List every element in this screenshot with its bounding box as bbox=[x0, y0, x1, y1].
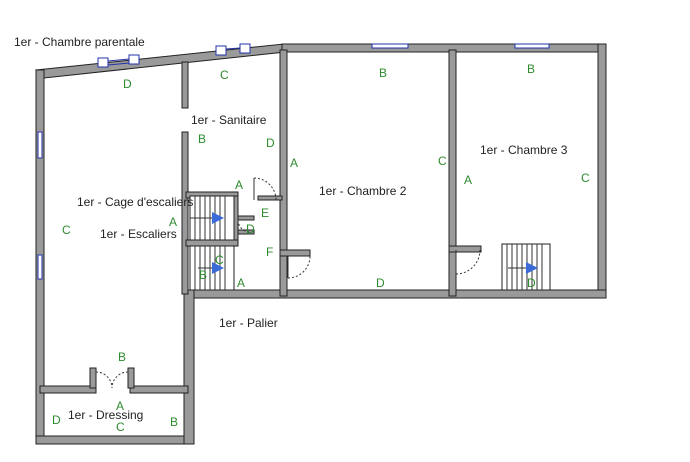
wall-letter: C bbox=[438, 154, 447, 168]
left-wing-right-wall bbox=[183, 289, 195, 445]
closet-wall-horizontal bbox=[185, 239, 239, 247]
label-chambre-parentale: 1er - Chambre parentale bbox=[14, 35, 145, 49]
label-chambre-2: 1er - Chambre 2 bbox=[319, 184, 407, 198]
wall-letter: B bbox=[170, 415, 178, 429]
top-wall-right bbox=[281, 43, 607, 53]
chambre2-door-jamb bbox=[279, 249, 311, 257]
dressing-door-jamb-left bbox=[89, 367, 97, 389]
wall-letter: D bbox=[376, 276, 385, 290]
wall-letter: C bbox=[220, 68, 229, 82]
chambre3-door-jamb bbox=[448, 245, 482, 253]
dressing-top-wall-right bbox=[129, 385, 189, 394]
right-wall bbox=[597, 43, 607, 299]
wall-letters: D C A B C B D A E F D C B A B A C D B A … bbox=[52, 62, 590, 434]
door-closet-arc bbox=[237, 219, 251, 233]
door-chambre2-arc bbox=[287, 255, 311, 279]
stair-upper bbox=[189, 195, 235, 241]
label-cage-escaliers: 1er - Cage d'escaliers bbox=[77, 195, 193, 209]
window-left-1 bbox=[37, 131, 43, 159]
wall-letter: C bbox=[116, 420, 125, 434]
label-palier: 1er - Palier bbox=[219, 316, 278, 330]
wall-letter: C bbox=[62, 223, 71, 237]
wall-letter: D bbox=[52, 413, 61, 427]
window-chambre2 bbox=[371, 43, 409, 49]
wall-letter: A bbox=[169, 215, 177, 229]
window-parentale-top-2 bbox=[128, 54, 140, 65]
label-dressing: 1er - Dressing bbox=[68, 408, 143, 422]
wall-letter: A bbox=[237, 276, 245, 290]
chambre2-lower-wall bbox=[279, 255, 288, 297]
wall-letter: F bbox=[266, 245, 273, 259]
wall-letter: E bbox=[261, 206, 269, 220]
closet-wall-small-2 bbox=[237, 229, 255, 235]
room-labels: 1er - Chambre parentale 1er - Sanitaire … bbox=[14, 35, 568, 422]
window-sanitaire-2 bbox=[239, 43, 251, 54]
label-escaliers: 1er - Escaliers bbox=[100, 227, 177, 241]
sanitaire-bottom-wall-right bbox=[257, 195, 283, 201]
dressing-door-jamb-right bbox=[127, 367, 135, 389]
door-chambre3-arc bbox=[455, 249, 481, 275]
label-chambre-3: 1er - Chambre 3 bbox=[480, 143, 568, 157]
stair-chambre3-arrow bbox=[526, 262, 538, 274]
chambre3-lower-wall bbox=[448, 251, 457, 297]
wall-letter: D bbox=[246, 222, 255, 236]
stair-lower bbox=[189, 245, 235, 291]
window-left-2 bbox=[37, 254, 43, 280]
wall-letter: D bbox=[123, 77, 132, 91]
bedrooms-bottom-wall bbox=[183, 289, 607, 299]
wall-letter: C bbox=[581, 171, 590, 185]
stair-chambre3 bbox=[501, 243, 551, 291]
wall-letter: A bbox=[290, 156, 298, 170]
wall-letter: B bbox=[199, 268, 207, 282]
window-parentale-top bbox=[97, 57, 109, 68]
parentale-sanitaire-wall-top bbox=[181, 61, 189, 109]
stair-upper-arrow bbox=[212, 212, 224, 224]
chambre2-chambre3-wall bbox=[448, 49, 457, 251]
wall-letter: B bbox=[118, 350, 126, 364]
sanitaire-chambre2-wall bbox=[279, 49, 288, 251]
window-chambre3 bbox=[514, 43, 550, 49]
wall-letter: C bbox=[215, 253, 224, 267]
wall-letter: A bbox=[235, 178, 243, 192]
doors bbox=[95, 177, 481, 389]
dressing-top-wall-left bbox=[39, 385, 97, 394]
window-sanitaire-1 bbox=[215, 45, 227, 56]
stair-lower-arrow bbox=[212, 262, 224, 274]
door-dressing-right-arc bbox=[111, 371, 129, 389]
parentale-sanitaire-wall-bottom bbox=[181, 131, 189, 295]
closet-wall-small bbox=[237, 215, 255, 221]
wall-letter: B bbox=[379, 66, 387, 80]
wall-letter: D bbox=[527, 276, 536, 290]
interior-walls bbox=[39, 49, 482, 394]
label-sanitaire: 1er - Sanitaire bbox=[191, 113, 267, 127]
wall-letter: D bbox=[266, 136, 275, 150]
wall-letter: B bbox=[198, 132, 206, 146]
door-dressing-left-arc bbox=[95, 371, 113, 389]
wall-letter: A bbox=[464, 173, 472, 187]
staircases bbox=[189, 195, 551, 291]
wall-letter: B bbox=[527, 62, 535, 76]
door-sanitaire-arc bbox=[253, 177, 277, 201]
wall-letter: A bbox=[116, 399, 124, 413]
bottom-wall bbox=[35, 435, 195, 445]
windows bbox=[37, 43, 550, 280]
